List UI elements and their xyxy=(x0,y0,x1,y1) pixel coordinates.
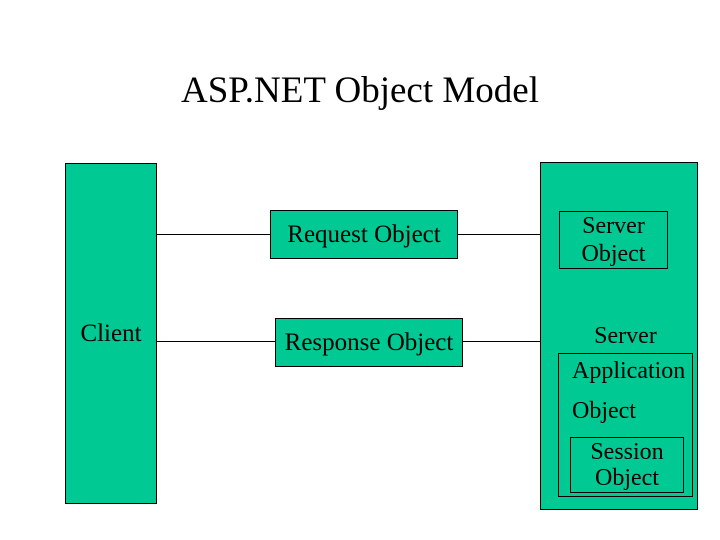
connector-request-server xyxy=(458,234,540,235)
session-object-label-line2: Object xyxy=(595,465,659,491)
session-object-label-line1: Session xyxy=(590,439,664,465)
server-application-label-line2: Application xyxy=(572,358,686,384)
connector-response-server xyxy=(463,341,540,342)
server-application-label-line3: Object xyxy=(572,398,636,424)
connector-client-response xyxy=(157,341,275,342)
server-object-box: Server Object xyxy=(559,211,668,269)
client-box: Client xyxy=(65,163,157,504)
session-object-box: Session Object xyxy=(570,437,684,493)
response-object-label: Response Object xyxy=(284,328,454,356)
server-application-label-line1: Server xyxy=(594,323,657,349)
connector-client-request xyxy=(157,234,270,235)
request-object-box: Request Object xyxy=(270,210,458,259)
application-object-box xyxy=(558,353,693,497)
server-object-label-line2: Object xyxy=(581,241,646,267)
server-object-label-line1: Server xyxy=(582,213,645,239)
server-box xyxy=(540,162,698,510)
client-label: Client xyxy=(80,319,142,347)
request-object-label: Request Object xyxy=(287,220,441,248)
slide-title: ASP.NET Object Model xyxy=(180,70,539,111)
response-object-box: Response Object xyxy=(275,318,463,367)
